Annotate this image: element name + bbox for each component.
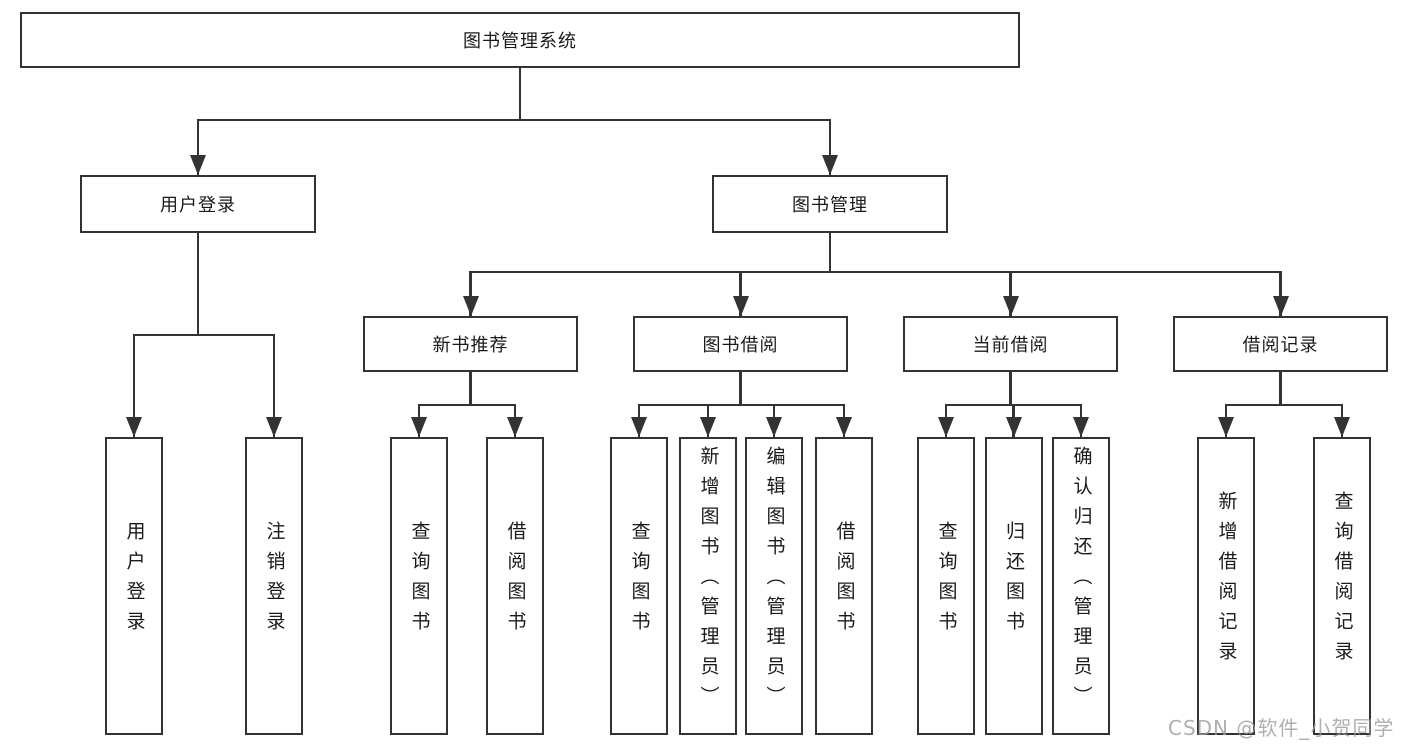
node-label: 当前借阅 [972,335,1049,356]
node-label: 新书推荐 [432,335,509,356]
arrow-down-icon [266,417,282,437]
connector-line [1279,372,1282,406]
leaf-label: 查询图书 [935,520,958,641]
leaf-edit-book-admin: 编辑图书（管理员） [745,437,803,735]
connector-line [469,372,472,406]
connector-line [196,233,200,336]
node-user-login: 用户登录 [80,175,316,233]
connector-line [132,333,276,337]
connector-line [1009,372,1012,406]
node-label: 借阅记录 [1242,335,1319,356]
connector-line [469,271,472,316]
arrow-down-icon [766,417,782,437]
leaf-query-book-borrow: 查询图书 [610,437,668,735]
leaf-add-borrow-record: 新增借阅记录 [1197,437,1255,735]
leaf-label: 编辑图书（管理员） [763,445,786,716]
leaf-borrow-book-recommend: 借阅图书 [486,437,544,735]
node-book-management: 图书管理 [712,175,948,233]
connector-line [828,120,832,175]
arrow-down-icon [631,417,647,437]
arrow-down-icon [732,296,749,316]
leaf-user-login: 用户登录 [105,437,163,735]
leaf-label: 借阅图书 [833,520,856,641]
leaf-label: 查询图书 [408,520,431,641]
connector-line [1224,403,1344,407]
leaf-label: 新增图书（管理员） [697,445,720,716]
connector-line [132,335,136,437]
connector-line [469,270,1282,274]
node-new-book-recommend: 新书推荐 [363,316,578,372]
connector-line [739,271,742,316]
connector-line [518,68,522,121]
leaf-borrow-book: 借阅图书 [815,437,873,735]
node-library-system: 图书管理系统 [20,12,1020,68]
leaf-label: 查询借阅记录 [1331,490,1354,671]
arrow-down-icon [1218,417,1234,437]
leaf-label: 用户登录 [123,520,146,641]
connector-line [1009,271,1012,316]
arrow-down-icon [126,417,142,437]
node-label: 图书管理系统 [463,31,577,52]
connector-line [828,233,832,273]
leaf-confirm-return-admin: 确认归还（管理员） [1052,437,1110,735]
arrow-down-icon [190,155,206,175]
connector-line [739,372,742,406]
arrow-down-icon [836,417,852,437]
arrow-down-icon [1334,417,1350,437]
connector-line [196,120,200,175]
arrow-down-icon [462,296,479,316]
arrow-down-icon [1272,296,1289,316]
leaf-query-book-recommend: 查询图书 [390,437,448,735]
leaf-logout: 注销登录 [245,437,303,735]
connector-line [1279,271,1282,316]
leaf-query-borrow-record: 查询借阅记录 [1313,437,1371,735]
leaf-label: 新增借阅记录 [1215,490,1238,671]
connector-line [637,403,846,407]
connector-line [417,403,517,407]
node-label: 图书借阅 [702,335,779,356]
connector-line [196,118,832,122]
node-label: 图书管理 [792,195,868,216]
node-borrow-records: 借阅记录 [1173,316,1388,372]
node-book-borrow: 图书借阅 [633,316,848,372]
leaf-add-book-admin: 新增图书（管理员） [679,437,737,735]
arrow-down-icon [700,417,716,437]
csdn-watermark: CSDN @软件_小贺同学 [1168,716,1395,740]
leaf-label: 查询图书 [628,520,651,641]
leaf-return-book: 归还图书 [984,437,1043,735]
arrow-down-icon [822,155,838,175]
arrow-down-icon [1073,417,1089,437]
arrow-down-icon [507,417,523,437]
leaf-query-book-current: 查询图书 [917,437,975,735]
arrow-down-icon [411,417,427,437]
leaf-label: 确认归还（管理员） [1070,445,1093,716]
leaf-label: 归还图书 [1003,520,1025,641]
arrow-down-icon [1005,417,1022,437]
arrow-down-icon [938,417,954,437]
leaf-label: 借阅图书 [504,520,527,641]
node-label: 用户登录 [160,195,236,216]
connector-line [272,335,276,437]
arrow-down-icon [1002,296,1019,316]
leaf-label: 注销登录 [263,520,286,641]
node-current-borrow: 当前借阅 [903,316,1118,372]
